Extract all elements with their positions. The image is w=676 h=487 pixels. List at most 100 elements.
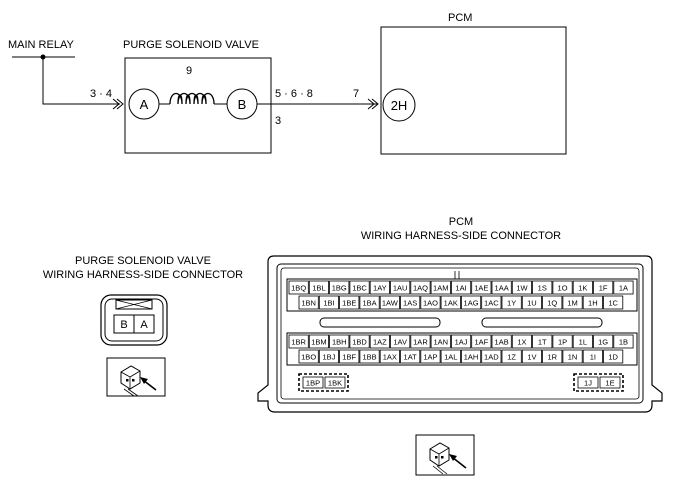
pin-cell-1ar (410, 334, 431, 349)
ref-right-top: 5 · 6 · 8 (275, 88, 313, 100)
pin-cell-1at (400, 349, 421, 364)
main-relay-label: MAIN RELAY (8, 39, 74, 51)
pin-cell-1aw (379, 295, 400, 310)
pin-cell-1h (582, 295, 603, 310)
pin-cell-1i (582, 349, 603, 364)
pin-label-1ab: 1AB (495, 338, 509, 347)
pin-cell-1x (511, 334, 532, 349)
pin-cell-1b (613, 334, 634, 349)
pin-cell-1as (400, 295, 421, 310)
pin-cell-1d (603, 349, 624, 364)
pin-label-1ao: 1AO (423, 299, 438, 308)
purge-connector-view: PURGE SOLENOID VALVE WIRING HARNESS-SIDE… (43, 255, 243, 397)
pin-cell-1ab (491, 334, 512, 349)
pin-label-1br: 1BR (291, 338, 306, 347)
pin-label-1ai: 1AI (455, 284, 466, 293)
pin-cell-1ak (440, 295, 461, 310)
pin-label-1ap: 1AP (423, 353, 437, 362)
pcm-power-block-right (573, 373, 624, 392)
pin-label-1t: 1T (538, 338, 547, 347)
ref-pcm: 7 (353, 88, 359, 100)
pin-cell-1f (593, 280, 614, 295)
terminal-a-label: A (140, 97, 149, 112)
pin-cell-1ac (481, 295, 502, 310)
pin-label-1au: 1AU (393, 284, 408, 293)
pin-label-1ac: 1AC (484, 299, 499, 308)
pin-cell-1ai (450, 280, 472, 295)
pcm-connector-title-2: WIRING HARNESS-SIDE CONNECTOR (361, 230, 561, 242)
pin-cell-1bh (329, 334, 350, 349)
pin-cell-1bc (349, 280, 370, 295)
pin-label-1l: 1L (579, 338, 587, 347)
pin-label-1n: 1N (568, 353, 578, 362)
pcm-rib-left (319, 317, 441, 328)
pin-label-1m: 1M (567, 299, 577, 308)
pin-label-1h: 1H (588, 299, 598, 308)
pin-label-1i: 1I (590, 353, 596, 362)
pin-label-1ba: 1BA (362, 299, 376, 308)
pin-cell-1u (521, 295, 542, 310)
pin-label-1v: 1V (527, 353, 536, 362)
pin-label-1c: 1C (608, 299, 618, 308)
pin-cell-1bg (329, 280, 350, 295)
pin-cell-1bi (318, 295, 339, 310)
pin-cell-1p (552, 334, 573, 349)
pcm-box (380, 26, 567, 155)
ref-coil: 9 (186, 65, 192, 77)
connector-mark-pcm (367, 98, 379, 110)
pin-label-1ae: 1AE (474, 284, 488, 293)
pin-label-1u: 1U (527, 299, 537, 308)
pin-label-1am: 1AM (433, 284, 448, 293)
pin-label-1bc: 1BC (352, 284, 367, 293)
pin-1bp: 1BP (306, 379, 320, 388)
pin-label-1bg: 1BG (332, 284, 347, 293)
pin-label-1bl: 1BL (312, 284, 325, 293)
pin-cell-1bm (308, 334, 329, 349)
pin-label-1z: 1Z (507, 353, 516, 362)
pin-cell-1aq (410, 280, 431, 295)
pin-label-1bi: 1BI (323, 299, 334, 308)
pin-label-1as: 1AS (403, 299, 417, 308)
pin-label-1bb: 1BB (362, 353, 376, 362)
pin-cell-1g (593, 334, 614, 349)
pin-label-1bo: 1BO (301, 353, 316, 362)
pin-cell-1ad (481, 349, 502, 364)
pin-cell-1bo (298, 349, 319, 364)
pin-cell-1bn (298, 295, 319, 310)
pin-label-1ak: 1AK (444, 299, 458, 308)
pin-cell-1af (471, 334, 492, 349)
pin-label-1y: 1Y (507, 299, 516, 308)
connector-view-icon (106, 357, 166, 397)
pin-label-1bd: 1BD (352, 338, 367, 347)
connector-mark-a (112, 98, 124, 110)
pin-cell-1t (532, 334, 553, 349)
pin-cell-1o (552, 280, 573, 295)
terminal-b-label: B (238, 97, 247, 112)
pin-label-1k: 1K (578, 284, 587, 293)
pin-label-1az: 1AZ (373, 338, 387, 347)
pin-cell-1v (521, 349, 542, 364)
pin-cell-1ae (471, 280, 492, 295)
pin-cell-1al (440, 349, 461, 364)
pin-1bk: 1BK (328, 379, 342, 388)
pcm-terminal-label: 2H (391, 98, 408, 113)
pin-label-1aj: 1AJ (455, 338, 468, 347)
pin-label-1ar: 1AR (413, 338, 428, 347)
pin-label-1r: 1R (547, 353, 557, 362)
pin-cell-1bq (288, 280, 309, 295)
pin-cell-1bl (308, 280, 329, 295)
pin-cell-1r (542, 349, 563, 364)
purge-pin-b: B (120, 319, 127, 331)
pin-cell-1ap (420, 349, 441, 364)
pin-cell-1bj (318, 349, 339, 364)
pin-cell-1k (572, 280, 593, 295)
pin-label-1p: 1P (558, 338, 567, 347)
pin-cell-1ao (420, 295, 441, 310)
pin-label-1x: 1X (517, 338, 526, 347)
pcm-power-block-left (298, 373, 349, 392)
pin-1e: 1E (605, 379, 614, 388)
pin-cell-1a (613, 280, 634, 295)
pin-label-1ah: 1AH (464, 353, 479, 362)
wire-main-relay (42, 57, 120, 105)
